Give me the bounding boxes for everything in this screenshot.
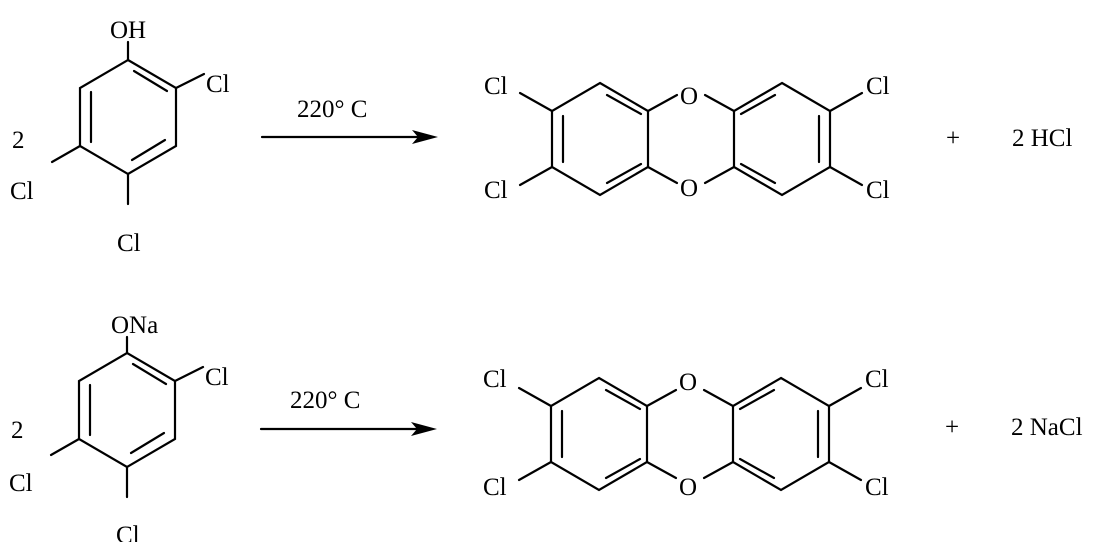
chloro-label: Cl — [865, 366, 889, 393]
oxygen-label: O — [680, 83, 698, 110]
chloro-label: Cl — [866, 73, 890, 100]
chloro-label: Cl — [117, 230, 141, 257]
reaction-2: 2 ONa Cl Cl Cl 220° C — [9, 312, 1083, 542]
reactant-phenoxide: 2 ONa Cl Cl Cl — [9, 312, 229, 542]
reaction-condition: 220° C — [290, 387, 360, 414]
chloro-label: Cl — [10, 178, 34, 205]
product-dioxin: O O Cl Cl Cl Cl — [484, 73, 890, 204]
sodium-phenoxide-label: ONa — [111, 312, 158, 339]
oxygen-label: O — [680, 175, 698, 202]
dioxin-skeleton — [517, 376, 863, 492]
reaction-arrow: 220° C — [259, 387, 437, 436]
hydroxyl-label: OH — [110, 17, 146, 44]
plus-sign: + — [945, 414, 959, 441]
chloro-label: Cl — [205, 364, 229, 391]
reactant-phenol: 2 OH Cl Cl Cl — [10, 17, 230, 257]
chloro-label: Cl — [9, 470, 33, 497]
oxygen-label: O — [679, 474, 697, 501]
byproduct-label: 2 NaCl — [1011, 414, 1083, 441]
chloro-label: Cl — [206, 71, 230, 98]
chloro-label: Cl — [483, 474, 507, 501]
benzene-ring — [49, 335, 205, 499]
stoichiometric-coefficient: 2 — [11, 417, 24, 444]
benzene-ring — [50, 40, 206, 206]
chloro-label: Cl — [483, 366, 507, 393]
product-dioxin: O O Cl Cl Cl Cl — [483, 366, 889, 501]
plus-sign: + — [946, 125, 960, 152]
reaction-1: 2 OH Cl Cl Cl 220° C — [10, 17, 1072, 257]
oxygen-label: O — [679, 369, 697, 396]
stoichiometric-coefficient: 2 — [12, 127, 25, 154]
reaction-condition: 220° C — [297, 96, 367, 123]
reaction-arrow: 220° C — [260, 96, 438, 144]
byproduct-label: 2 HCl — [1012, 125, 1072, 152]
chloro-label: Cl — [866, 177, 890, 204]
chloro-label: Cl — [865, 474, 889, 501]
chloro-label: Cl — [484, 177, 508, 204]
arrowhead-icon — [412, 130, 438, 144]
chloro-label: Cl — [116, 522, 140, 542]
dioxin-skeleton — [518, 81, 864, 197]
arrowhead-icon — [411, 422, 437, 436]
chloro-label: Cl — [484, 73, 508, 100]
